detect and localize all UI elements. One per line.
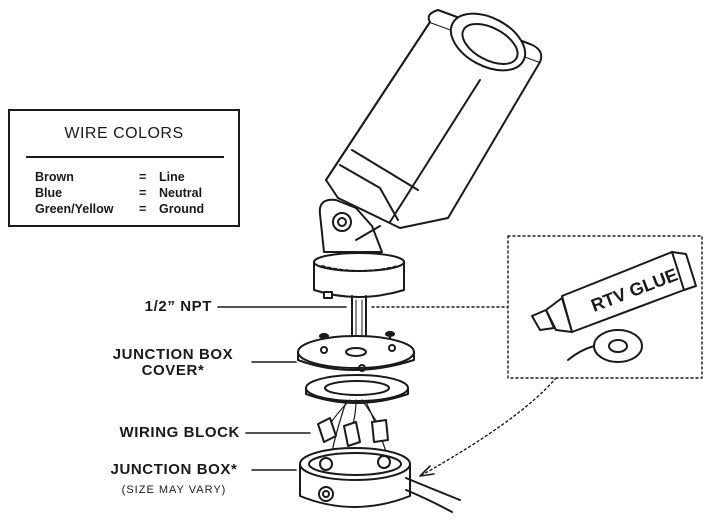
junction-box-note: (SIZE MAY VARY) bbox=[121, 484, 227, 496]
callout-lines bbox=[217, 306, 347, 471]
cover-label-line1: JUNCTION BOX bbox=[112, 346, 234, 363]
wire-colors-legend: WIRE COLORS Brown = Line Blue = Neutral … bbox=[8, 109, 240, 227]
wire-color: Blue bbox=[35, 186, 63, 200]
junction-box bbox=[299, 447, 461, 513]
wire-function: Ground bbox=[159, 202, 205, 216]
wire-color: Green/Yellow bbox=[35, 202, 114, 216]
wire-color: Brown bbox=[35, 170, 74, 184]
rtv-glue-tube bbox=[531, 251, 697, 333]
legend-title: WIRE COLORS bbox=[64, 125, 184, 142]
wiring-block-label: WIRING BLOCK bbox=[119, 424, 240, 441]
equals-sign: = bbox=[139, 202, 147, 216]
junction-box-label: JUNCTION BOX* bbox=[110, 461, 238, 478]
wire-function: Neutral bbox=[159, 186, 203, 200]
cover-label-line2: COVER* bbox=[141, 362, 205, 379]
gasket bbox=[305, 374, 409, 404]
arrowhead bbox=[419, 465, 435, 477]
npt-label: 1/2” NPT bbox=[144, 298, 212, 315]
spotlight-head bbox=[325, 9, 543, 229]
tape-roll bbox=[567, 329, 643, 363]
mounting-base bbox=[313, 252, 405, 299]
wire-function: Line bbox=[159, 170, 185, 184]
legend-divider bbox=[26, 156, 224, 158]
inset-leaders bbox=[371, 306, 557, 477]
wiring-block bbox=[317, 417, 389, 447]
equals-sign: = bbox=[139, 186, 147, 200]
legend-rows: Brown = Line Blue = Neutral Green/Yellow… bbox=[35, 169, 219, 217]
junction-box-cover bbox=[297, 335, 415, 372]
legend-row: Brown = Line bbox=[35, 169, 219, 185]
equals-sign: = bbox=[139, 170, 147, 184]
legend-row: Blue = Neutral bbox=[35, 185, 219, 201]
swivel-knuckle bbox=[318, 198, 383, 253]
legend-row: Green/Yellow = Ground bbox=[35, 201, 219, 217]
